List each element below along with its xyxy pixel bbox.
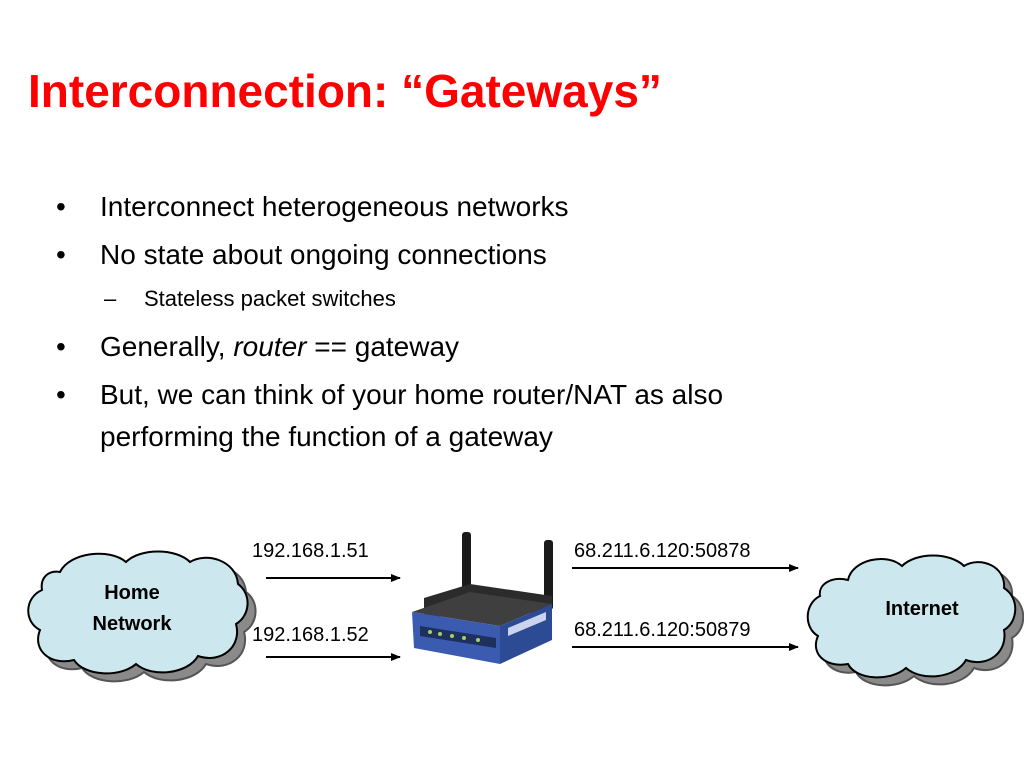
router-icon bbox=[412, 532, 553, 664]
sub-bullet-text: Stateless packet switches bbox=[144, 286, 396, 311]
bullet-text-line-2: performing the function of a gateway bbox=[100, 421, 553, 452]
bullet-emphasis: router bbox=[233, 331, 307, 362]
bullet-text-line-1: But, we can think of your home router/NA… bbox=[100, 379, 724, 410]
bullet-marker: • bbox=[56, 191, 66, 222]
home-network-label: Home Network bbox=[72, 578, 192, 640]
ip-label-right-bottom: 68.211.6.120:50879 bbox=[574, 619, 751, 641]
home-network-label-line-2: Network bbox=[92, 613, 172, 635]
internet-cloud bbox=[806, 554, 1024, 687]
internet-label: Internet bbox=[885, 598, 959, 620]
ip-label-right-top: 68.211.6.120:50878 bbox=[574, 540, 751, 562]
bullet-marker: • bbox=[56, 331, 66, 362]
bullet-text-suffix: == gateway bbox=[306, 331, 460, 362]
bullet-text: Generally, router == gateway bbox=[100, 326, 459, 368]
home-network-label-line-1: Home bbox=[104, 582, 160, 604]
home-network-cloud bbox=[27, 550, 257, 683]
bullet-marker: • bbox=[56, 239, 66, 270]
ip-label-left-top: 192.168.1.51 bbox=[252, 540, 369, 562]
router-antenna-right bbox=[544, 540, 553, 610]
bullet-marker: • bbox=[56, 379, 66, 410]
ip-label-left-bottom: 192.168.1.52 bbox=[252, 624, 369, 646]
bullet-text: No state about ongoing connections bbox=[100, 239, 547, 270]
slide-title: Interconnection: “Gateways” bbox=[28, 65, 662, 117]
bullet-text-prefix: Generally, bbox=[100, 331, 234, 362]
sub-bullet-marker: – bbox=[104, 286, 117, 311]
bullet-text: Interconnect heterogeneous networks bbox=[100, 191, 569, 222]
